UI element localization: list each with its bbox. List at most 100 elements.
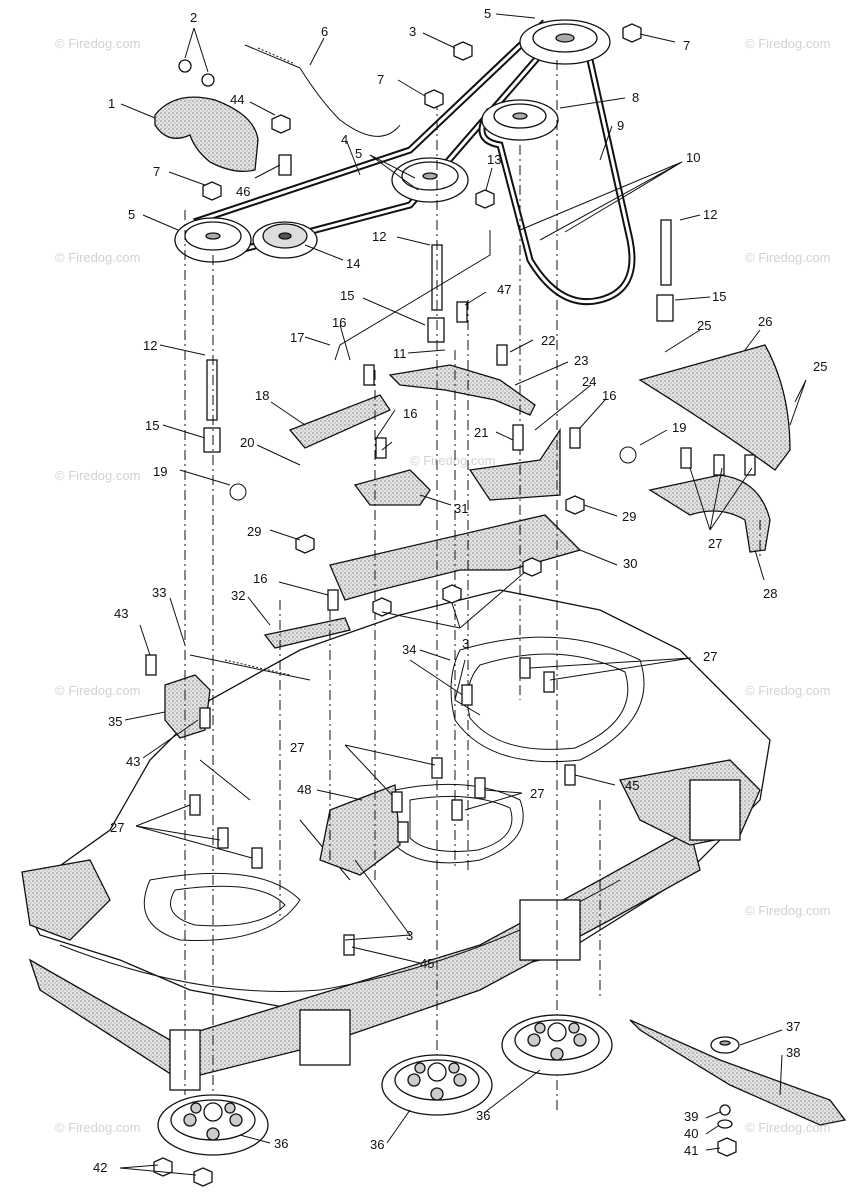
callout-22: 22 — [541, 333, 555, 348]
mower-blade-38 — [629, 1019, 847, 1126]
callout-1: 1 — [108, 96, 115, 111]
spring-33-coil — [224, 659, 291, 676]
callout-21: 21 — [474, 425, 488, 440]
deck-bracket — [689, 779, 741, 841]
callout-5: 5 — [355, 146, 362, 161]
spring-6-coil — [257, 47, 296, 65]
belt-guard-26 — [638, 344, 791, 471]
callout-29: 29 — [247, 524, 261, 539]
callout-2: 2 — [190, 10, 197, 25]
watermark: © Firedog.com — [55, 468, 140, 483]
callout-10: 10 — [686, 150, 700, 165]
blade-adapter-36-right — [501, 1014, 613, 1076]
pulley-top-5 — [519, 19, 611, 65]
torsion-spring-19 — [619, 446, 637, 464]
callout-43: 43 — [126, 754, 140, 769]
callout-4: 4 — [341, 132, 348, 147]
pulley-left-5 — [174, 217, 252, 263]
callout-25: 25 — [813, 359, 827, 374]
belt-system — [174, 19, 636, 306]
spring-6 — [244, 44, 301, 69]
pulley-8 — [481, 99, 559, 141]
callout-5: 5 — [128, 207, 135, 222]
callout-16: 16 — [332, 315, 346, 330]
watermark: © Firedog.com — [745, 36, 830, 51]
callout-9: 9 — [617, 118, 624, 133]
callout-14: 14 — [346, 256, 360, 271]
callout-37: 37 — [786, 1019, 800, 1034]
callout-16: 16 — [253, 571, 267, 586]
belt-cover-1 — [154, 96, 259, 173]
deck-bracket — [299, 1009, 351, 1066]
callout-42: 42 — [93, 1160, 107, 1175]
callout-27: 27 — [290, 740, 304, 755]
callout-12: 12 — [372, 229, 386, 244]
callout-27: 27 — [110, 820, 124, 835]
watermark: © Firedog.com — [55, 683, 140, 698]
bracket-31 — [353, 469, 431, 506]
watermark: © Firedog.com — [55, 1120, 140, 1135]
callout-36: 36 — [476, 1108, 490, 1123]
idler-pulley-14 — [252, 221, 318, 259]
callout-25: 25 — [697, 318, 711, 333]
callout-15: 15 — [712, 289, 726, 304]
callout-44: 44 — [230, 92, 244, 107]
callout-17: 17 — [290, 330, 304, 345]
blade-adapter-36-center — [381, 1054, 493, 1116]
callout-45: 45 — [625, 778, 639, 793]
callout-38: 38 — [786, 1045, 800, 1060]
callout-16: 16 — [602, 388, 616, 403]
callout-19: 19 — [672, 420, 686, 435]
callout-47: 47 — [497, 282, 511, 297]
callout-13: 13 — [487, 152, 501, 167]
callout-40: 40 — [684, 1126, 698, 1141]
callout-34: 34 — [402, 642, 416, 657]
callout-27: 27 — [708, 536, 722, 551]
callout-45: 45 — [420, 956, 434, 971]
callout-27: 27 — [530, 786, 544, 801]
callout-36: 36 — [370, 1137, 384, 1152]
callout-39: 39 — [684, 1109, 698, 1124]
callout-43: 43 — [114, 606, 128, 621]
callout-27: 27 — [703, 649, 717, 664]
callout-46: 46 — [236, 184, 250, 199]
callout-12: 12 — [703, 207, 717, 222]
callout-33: 33 — [152, 585, 166, 600]
watermark: © Firedog.com — [745, 250, 830, 265]
pulley-center-5 — [391, 157, 469, 203]
callout-31: 31 — [454, 501, 468, 516]
callout-15: 15 — [145, 418, 159, 433]
watermark: © Firedog.com — [55, 250, 140, 265]
callout-20: 20 — [240, 435, 254, 450]
callout-7: 7 — [683, 38, 690, 53]
deck-bracket — [519, 899, 581, 961]
callout-18: 18 — [255, 388, 269, 403]
bracket-35 — [164, 674, 211, 739]
callout-35: 35 — [108, 714, 122, 729]
bracket-48 — [319, 784, 401, 876]
callout-36: 36 — [274, 1136, 288, 1151]
watermark: © Firedog.com — [745, 683, 830, 698]
callout-28: 28 — [763, 586, 777, 601]
spring-33 — [189, 654, 311, 681]
callout-3: 3 — [409, 24, 416, 39]
callout-41: 41 — [684, 1143, 698, 1158]
callout-7: 7 — [377, 72, 384, 87]
bracket-18 — [288, 394, 391, 449]
watermark: © Firedog.com — [55, 36, 140, 51]
torsion-spring-19 — [229, 483, 247, 501]
callout-30: 30 — [623, 556, 637, 571]
callout-numbers: 1 2 3 5 6 7 7 44 8 9 4 5 10 7 46 13 5 12… — [93, 6, 827, 1175]
watermark: © Firedog.com — [745, 903, 830, 918]
hardware — [145, 23, 756, 1187]
callout-26: 26 — [758, 314, 772, 329]
assembly-lines — [184, 60, 761, 1110]
watermark: © Firedog.com — [745, 1120, 830, 1135]
springs — [189, 44, 637, 681]
watermark: © Firedog.com — [410, 453, 495, 468]
blade-adapter-36-left — [157, 1094, 269, 1156]
callout-16: 16 — [403, 406, 417, 421]
callout-8: 8 — [632, 90, 639, 105]
callout-24: 24 — [582, 374, 596, 389]
